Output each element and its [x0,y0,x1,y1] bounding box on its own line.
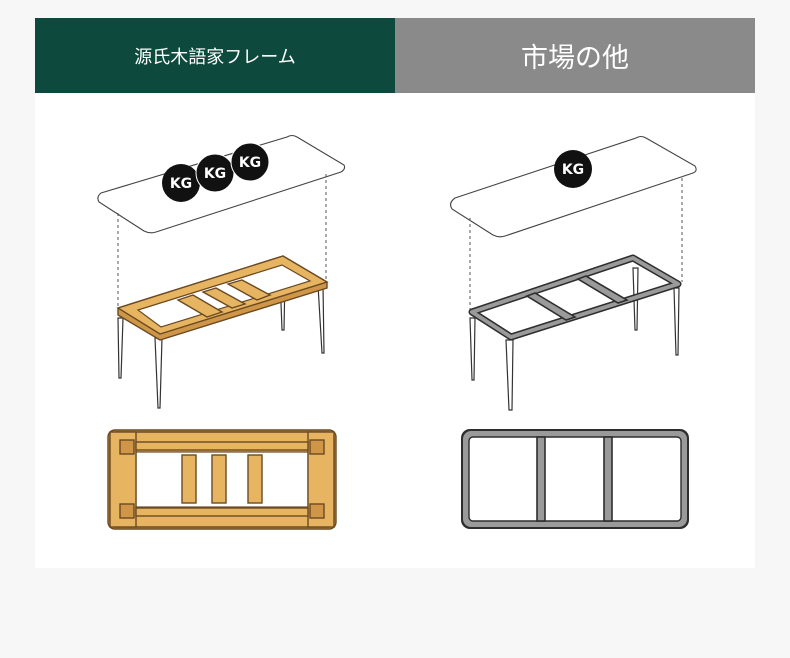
right-leg-front [505,339,514,411]
left-slat-1 [176,294,224,318]
svg-text:KG: KG [239,155,261,171]
left-weight-badges: KG KG KG [162,142,270,202]
right-crossbar-1 [525,292,577,321]
left-slat-3 [226,279,272,301]
svg-text:KG: KG [170,176,192,192]
kg-badge-icon: KG [195,153,235,193]
left-top-slat-1 [181,454,197,504]
right-frame-outer [468,254,682,341]
svg-text:KG: KG [204,166,226,182]
tab-other-market: 市場の他 [395,18,755,93]
left-leg-left [117,317,124,379]
right-frame-face [470,256,680,339]
kg-badge-icon: KG [162,164,200,202]
right-top-bar-1 [536,436,546,522]
left-frame-top-view [107,429,337,530]
right-weight-badges: KG [554,150,592,188]
left-table-exploded: KG KG KG [97,134,346,409]
tab-right-label: 市場の他 [521,43,629,74]
svg-text:KG: KG [562,162,584,178]
kg-badge-icon: KG [554,150,592,188]
kg-badge-icon: KG [230,142,270,182]
left-slat-2 [201,287,247,309]
right-leg-left [469,317,476,381]
right-leg-right [673,287,680,356]
right-top-bar-2 [603,436,613,522]
right-crossbar-2 [576,275,629,304]
right-table-exploded: KG [449,135,697,411]
left-leg-right [317,284,325,354]
right-frame-top-view [461,429,689,529]
left-leg-front [154,337,163,409]
left-top-slat-3 [247,454,263,504]
tab-left-label: 源氏木語家フレーム [134,46,296,68]
tab-genjimokugo-frame: 源氏木語家フレーム [35,18,395,93]
left-top-slat-2 [211,454,227,504]
